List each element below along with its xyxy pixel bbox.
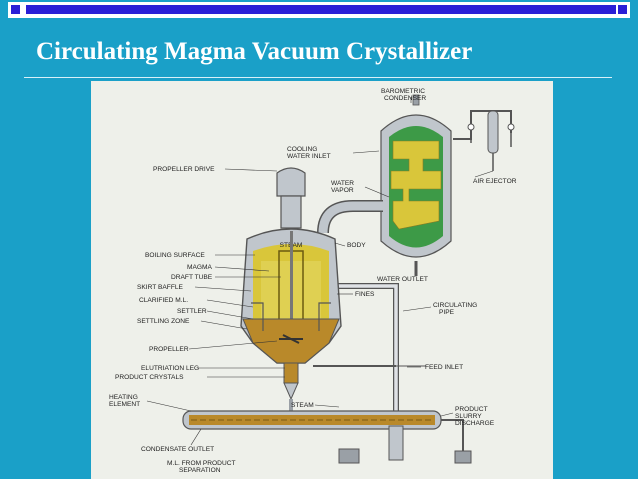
title-underline — [24, 77, 612, 78]
label-settling-zone: SETTLING ZONE — [137, 318, 190, 325]
label-circulating-pipe: CIRCULATING — [433, 302, 477, 309]
label-product-slurry-3: DISCHARGE — [455, 420, 495, 427]
label-cooling-water-inlet-2: WATER INLET — [287, 153, 331, 160]
label-separation: SEPARATION — [179, 467, 221, 474]
label-skirt-baffle: SKIRT BAFFLE — [137, 284, 184, 291]
label-magma: MAGMA — [187, 264, 213, 271]
top-bar-left-square — [11, 5, 20, 14]
label-clarified-ml: CLARIFIED M.L. — [139, 297, 188, 304]
label-settler: SETTLER — [177, 308, 207, 315]
label-product-slurry-2: SLURRY — [455, 413, 482, 420]
crystallizer-body: STEAM — [240, 228, 342, 364]
label-circulating-pipe-2: PIPE — [439, 309, 455, 316]
label-product-crystals: PRODUCT CRYSTALS — [115, 374, 184, 381]
label-body: BODY — [347, 242, 366, 249]
label-cooling-water-inlet: COOLING — [287, 146, 317, 153]
propeller-drive — [276, 167, 306, 229]
label-condensate-outlet: CONDENSATE OUTLET — [141, 446, 214, 453]
crystallizer-diagram: STEAM — [91, 81, 553, 479]
label-barometric-condenser-2: CONDENSER — [384, 95, 426, 102]
label-boiling-surface: BOILING SURFACE — [145, 252, 205, 259]
label-water-outlet: WATER OUTLET — [377, 276, 428, 283]
label-fines: FINES — [355, 291, 375, 298]
label-water-vapor-2: VAPOR — [331, 187, 354, 194]
label-elutriation-leg: ELUTRIATION LEG — [141, 365, 199, 372]
barometric-condenser — [380, 94, 452, 258]
leader-lines — [146, 97, 494, 446]
label-propeller: PROPELLER — [149, 346, 189, 353]
label-barometric-condenser: BAROMETRIC — [381, 88, 425, 95]
label-draft-tube: DRAFT TUBE — [171, 274, 213, 281]
top-bar-fill — [26, 5, 616, 14]
slide-top-bar — [8, 2, 630, 18]
elutriation-leg — [283, 362, 299, 415]
label-air-ejector: AIR EJECTOR — [473, 178, 517, 185]
label-product-slurry: PRODUCT — [455, 406, 488, 413]
label-ml-from-product: M.L. FROM PRODUCT — [167, 460, 236, 467]
top-bar-right-square — [618, 5, 627, 14]
heating-element — [182, 410, 442, 430]
label-heating-element-2: ELEMENT — [109, 401, 140, 408]
circulating-pump — [338, 419, 472, 464]
label-feed-inlet: FEED INLET — [425, 364, 463, 371]
label-steam: STEAM — [291, 402, 314, 409]
slide-title: Circulating Magma Vacuum Crystallizer — [36, 38, 473, 65]
label-water-vapor: WATER — [331, 180, 354, 187]
label-propeller-drive: PROPELLER DRIVE — [153, 166, 215, 173]
air-ejector — [453, 110, 515, 171]
label-heating-element: HEATING — [109, 394, 138, 401]
